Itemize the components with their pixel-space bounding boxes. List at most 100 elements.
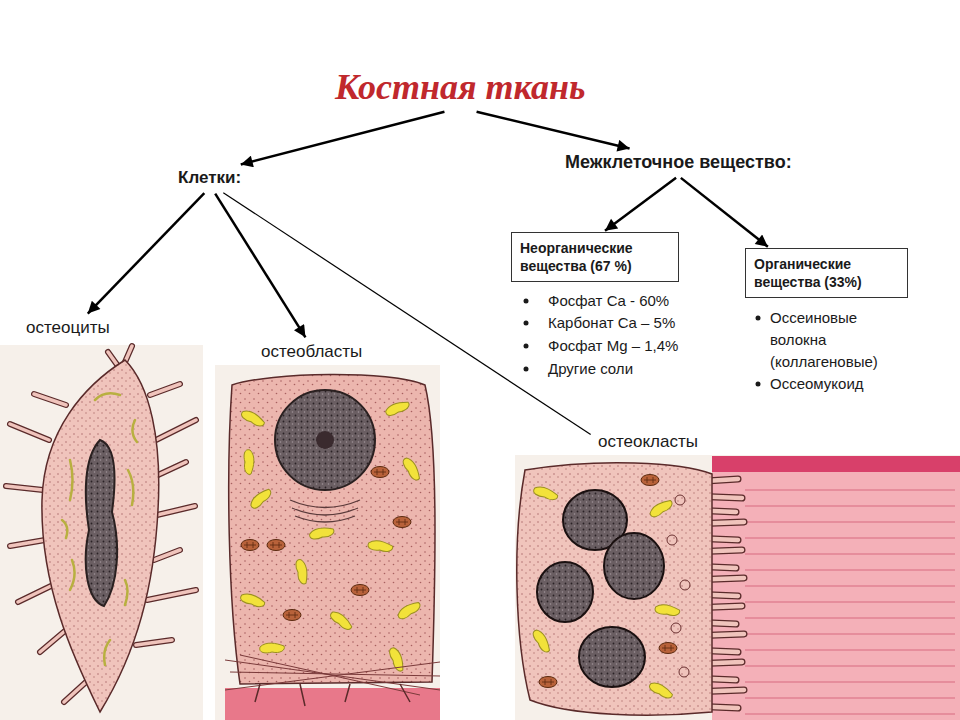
node-text: остеобласты: [261, 342, 363, 362]
bullet: [524, 367, 529, 372]
organelle: [401, 456, 422, 482]
mitochondrion: [241, 540, 259, 551]
list-item: Фосфат Mg – 1,4%: [548, 337, 678, 355]
osteoclast-drawing: [515, 455, 960, 720]
mitochondrion: [283, 610, 301, 621]
organelle: [295, 559, 309, 585]
list-bullets: [524, 299, 761, 387]
branch-heading: Межклеточное вещество:: [561, 149, 796, 176]
bullet: [756, 382, 761, 387]
bullet: [524, 321, 529, 326]
organelle-strand: [62, 393, 137, 665]
osteocyte-nucleus: [86, 440, 117, 606]
golgi: [290, 500, 360, 522]
organelle: [532, 484, 559, 502]
connector-arrow: [681, 178, 768, 247]
osteoclast-body: [517, 463, 712, 715]
osteoclast-nucleus: [604, 533, 664, 599]
connector-arrow: [605, 178, 676, 231]
connector-arrow: [223, 193, 590, 435]
nucleolus: [316, 431, 334, 449]
bone-surface: [712, 456, 960, 472]
node-text: Клетки:: [178, 168, 242, 188]
mitochondrion: [267, 540, 285, 551]
cell-type-label: остеоциты: [22, 315, 114, 341]
osteocyte-panel: [0, 345, 203, 720]
root-title: Костная ткань: [329, 65, 592, 111]
osteoblast-drawing: [215, 365, 440, 720]
vesicles: [667, 495, 690, 677]
osteoblast-panel: [215, 365, 440, 720]
node-text: остеоциты: [26, 318, 110, 338]
osteoclast-nucleus: [537, 562, 593, 622]
osteocyte-drawing: [0, 345, 203, 720]
vesicle: [675, 495, 685, 505]
mitochondrion: [539, 677, 557, 688]
connector-arrow: [215, 194, 305, 338]
list-text: Другие соли: [548, 360, 633, 378]
cell-type-label: остеобласты: [257, 339, 367, 365]
collagen-fibers: [225, 655, 440, 695]
organelle: [367, 539, 393, 553]
list-item: Другие соли: [548, 360, 633, 378]
organelle: [244, 450, 254, 475]
vesicle: [679, 667, 689, 677]
list-item: Карбонат Ca – 5%: [548, 314, 675, 332]
node-text: Костная ткань: [335, 67, 586, 108]
node-text: остеокласты: [598, 432, 698, 452]
organelle: [531, 628, 552, 654]
connector-arrow: [477, 112, 630, 149]
list-text: Фосфат Mg – 1,4%: [548, 337, 678, 355]
osteoclast-panel: [515, 455, 960, 720]
list-text: Фосфат Ca - 60%: [548, 292, 669, 310]
mitochondrion: [351, 585, 369, 596]
bullet: [524, 299, 529, 304]
list-item: Оссеиновые волокна (коллагеновые): [770, 307, 900, 373]
osteoblast-body: [229, 374, 435, 684]
bone-matrix: [712, 458, 960, 720]
organelle: [329, 609, 354, 632]
list-text: Оссеомукоид: [770, 373, 864, 395]
list-text: Карбонат Ca – 5%: [548, 314, 675, 332]
mitochondrion: [393, 517, 411, 528]
category-box: Органические вещества (33%): [745, 248, 908, 298]
organelle: [240, 408, 266, 429]
organelle: [239, 591, 266, 609]
mitochondrion: [371, 467, 389, 478]
osteoblast-nucleus: [275, 390, 375, 490]
osteocyte-body: [42, 360, 159, 712]
node-text: Межклеточное вещество:: [565, 152, 792, 173]
branch-heading: Клетки:: [174, 165, 246, 191]
cell-process: [255, 684, 410, 706]
mitochondrion: [659, 643, 677, 654]
organelle: [396, 600, 422, 621]
node-text: Органические вещества (33%): [754, 255, 899, 291]
organelle: [654, 603, 680, 617]
organelle: [309, 526, 335, 540]
organelle: [248, 487, 273, 510]
connector-arrow: [241, 112, 445, 165]
mitochondrion: [641, 475, 659, 486]
yellow-organelles: [239, 399, 422, 672]
vesicle: [680, 580, 690, 590]
bullet: [524, 344, 529, 349]
list-text: Оссеиновые волокна (коллагеновые): [770, 307, 900, 373]
connector-arrow: [88, 193, 205, 313]
organelle: [648, 680, 674, 701]
organelle: [648, 498, 674, 519]
osteoclast-nucleus: [579, 627, 645, 687]
bullet: [756, 316, 761, 321]
list-item: Оссеомукоид: [770, 373, 864, 395]
category-box: Неорганические вещества (67 %): [511, 232, 679, 282]
organelle: [384, 399, 411, 417]
vesicle: [667, 535, 677, 545]
mitochondria: [241, 467, 411, 621]
cell-type-label: остеокласты: [594, 429, 702, 455]
yellow-organelles: [531, 484, 680, 700]
vesicle: [671, 623, 681, 633]
organelle: [260, 643, 285, 653]
bone-lamellae: [745, 490, 955, 714]
node-text: Неорганические вещества (67 %): [520, 239, 670, 275]
list-item: Фосфат Ca - 60%: [548, 292, 669, 310]
